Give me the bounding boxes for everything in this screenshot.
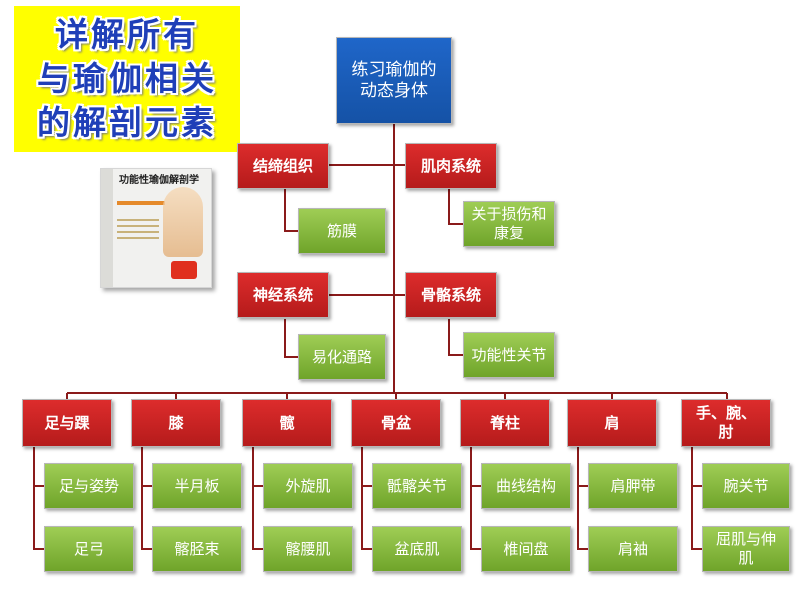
leaf-wrist-joint: 腕关节 [702, 463, 790, 509]
leaf-pelvic-floor: 盆底肌 [372, 526, 462, 572]
leaf-fascia: 筋膜 [298, 208, 386, 254]
leaf-foot-posture: 足与姿势 [44, 463, 134, 509]
leaf-shoulder-girdle: 肩胛带 [588, 463, 678, 509]
leaf-sacroiliac-joint: 骶髂关节 [372, 463, 462, 509]
banner-line-2: 与瑜伽相关 [37, 59, 217, 98]
region-shoulder: 肩 [567, 399, 657, 447]
leaf-facilitated-pathways: 易化通路 [298, 334, 386, 380]
system-nervous: 神经系统 [237, 272, 329, 318]
leaf-it-band: 髂胫束 [152, 526, 242, 572]
leaf-rotator-cuff: 肩袖 [588, 526, 678, 572]
region-knee: 膝 [131, 399, 221, 447]
leaf-spinal-curves: 曲线结构 [481, 463, 571, 509]
system-connective-tissue: 结缔组织 [237, 143, 329, 189]
title-banner: 详解所有 与瑜伽相关 的解剖元素 [14, 6, 240, 152]
region-foot-ankle: 足与踝 [22, 399, 112, 447]
root-node: 练习瑜伽的动态身体 [336, 37, 452, 124]
leaf-functional-joints: 功能性关节 [463, 332, 555, 378]
leaf-external-rotators: 外旋肌 [263, 463, 353, 509]
leaf-intervertebral-disc: 椎间盘 [481, 526, 571, 572]
book-cover-image: 功能性瑜伽解剖学 [100, 168, 212, 288]
system-skeletal: 骨骼系统 [405, 272, 497, 318]
leaf-flexors-extensors: 屈肌与伸肌 [702, 526, 790, 572]
region-pelvis: 骨盆 [351, 399, 441, 447]
leaf-foot-arch: 足弓 [44, 526, 134, 572]
banner-line-3: 的解剖元素 [37, 103, 217, 142]
book-title: 功能性瑜伽解剖学 [119, 175, 199, 186]
leaf-meniscus: 半月板 [152, 463, 242, 509]
leaf-injury-recovery: 关于损伤和康复 [463, 201, 555, 247]
region-hand-wrist-elbow: 手、腕、肘 [681, 399, 771, 447]
root-label: 练习瑜伽的动态身体 [351, 59, 437, 101]
region-spine: 脊柱 [460, 399, 550, 447]
leaf-iliopsoas: 髂腰肌 [263, 526, 353, 572]
book-badge [171, 261, 197, 279]
region-hip: 髋 [242, 399, 332, 447]
system-muscular: 肌肉系统 [405, 143, 497, 189]
banner-line-1: 详解所有 [55, 15, 199, 54]
yoga-figure-illustration [163, 187, 203, 257]
